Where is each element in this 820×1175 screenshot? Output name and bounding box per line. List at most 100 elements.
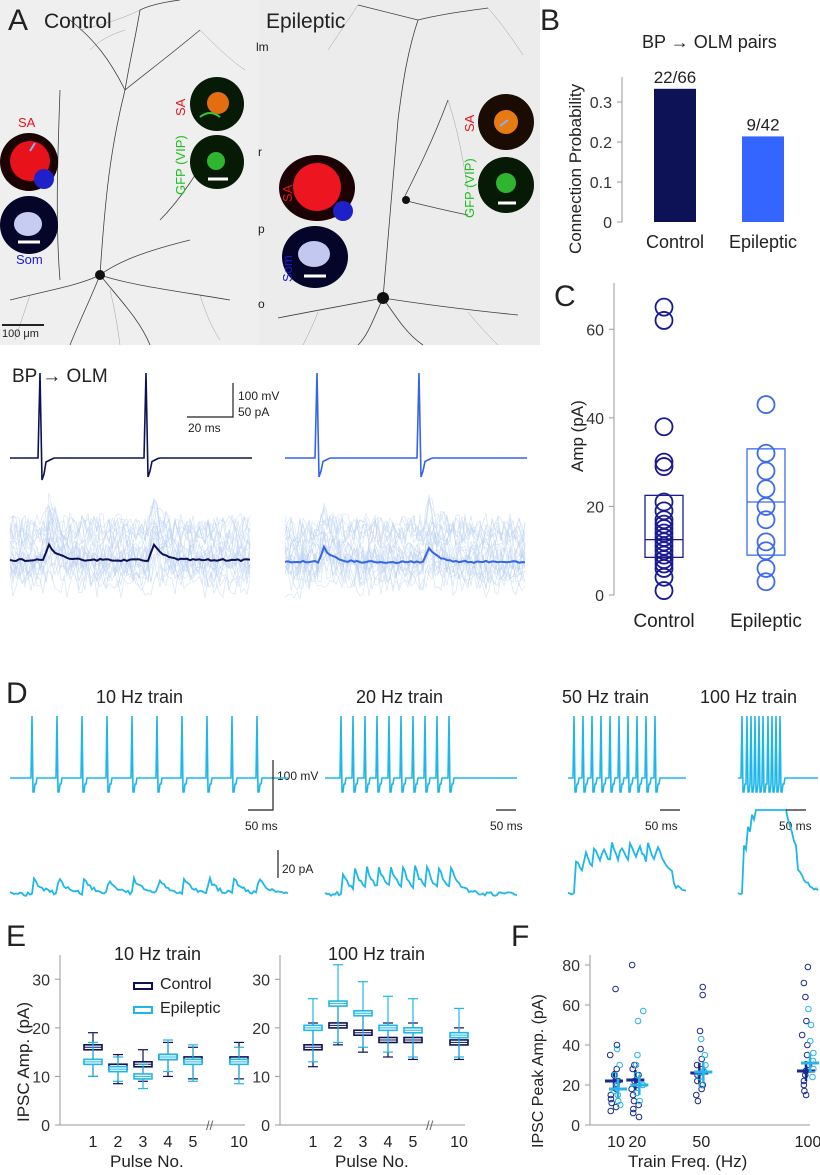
data-point — [616, 1061, 623, 1069]
x-tick-label: 3 — [139, 1134, 148, 1151]
ipsc-single-trace — [9, 498, 251, 547]
ipsc-single-trace — [9, 542, 251, 574]
ipsc-single-trace — [284, 530, 526, 581]
y-tick-label: 30 — [32, 972, 50, 989]
panel-e-letter: E — [6, 920, 27, 953]
control-sa-inset — [0, 133, 58, 191]
x-tick-label: 5 — [189, 1134, 198, 1151]
x-tick-label: 20 — [628, 1134, 646, 1151]
data-point — [756, 461, 776, 481]
control-title: Control — [44, 10, 112, 33]
layer-label-p: p — [258, 222, 265, 236]
bar-control — [654, 88, 696, 222]
ipsc-single-trace — [9, 509, 251, 551]
ipsc-single-trace — [284, 554, 526, 588]
ipsc-train-trace — [9, 874, 289, 897]
data-point — [639, 1007, 647, 1015]
ipsc-single-trace — [9, 504, 251, 545]
y-tick-label: 0.1 — [590, 175, 612, 192]
data-point — [612, 985, 619, 993]
d-scale-mv: 100 mV — [277, 769, 319, 783]
ipsc-single-trace — [284, 562, 526, 601]
data-point — [607, 1091, 615, 1099]
data-point — [654, 311, 674, 330]
y-tick-label: 60 — [562, 998, 580, 1015]
data-point — [756, 532, 776, 552]
d-scale-ms-100: 50 ms — [779, 819, 812, 833]
data-point — [801, 1087, 808, 1095]
data-point — [805, 1005, 812, 1013]
pair-traces — [9, 372, 527, 601]
bar-epileptic — [742, 136, 784, 222]
box-control — [644, 494, 684, 559]
data-point — [636, 1097, 643, 1105]
x-category-label: Epileptic — [729, 232, 797, 252]
data-point — [635, 1101, 642, 1109]
ipsc-single-trace — [9, 552, 251, 591]
presynaptic-spike-trace — [285, 372, 527, 478]
scale-bar-label: 100 μm — [2, 328, 39, 340]
epileptic-sa-label: SA — [280, 184, 295, 202]
train-title-100hz: 100 Hz train — [700, 687, 798, 707]
data-point — [630, 1097, 638, 1105]
ipsc-single-trace — [284, 521, 526, 554]
y-tick-label: 40 — [562, 1038, 580, 1055]
epileptic-gfp-label: GFP (VIP) — [462, 158, 477, 218]
control-som-label: Som — [16, 252, 43, 267]
spike-train-trace — [10, 715, 288, 793]
ipsc-train-trace — [737, 809, 819, 895]
ipsc-single-trace — [284, 513, 526, 545]
data-point — [804, 1041, 811, 1049]
x-category-label: Control — [646, 232, 704, 252]
bar-label: 22/66 — [654, 68, 697, 87]
data-point — [756, 572, 776, 592]
ipsc-train-trace — [567, 840, 687, 896]
data-point — [611, 1071, 619, 1079]
data-point — [810, 1049, 817, 1057]
y-tick-label: 0 — [603, 215, 612, 232]
data-point — [607, 1107, 615, 1115]
ipsc-single-trace — [284, 494, 526, 544]
train-title-50hz: 50 Hz train — [562, 687, 650, 707]
data-point — [654, 452, 674, 472]
x-tick-label: 10 — [230, 1134, 248, 1151]
d-scale-pa: 20 pA — [282, 862, 314, 876]
e-legend-epileptic: Epileptic — [160, 1000, 221, 1017]
x-tick-label: 3 — [359, 1134, 368, 1151]
epileptic-sa-inset — [279, 155, 355, 221]
d-scale-ms-20: 50 ms — [490, 819, 523, 833]
data-point — [606, 1051, 614, 1059]
epileptic-gfp-inset — [478, 157, 534, 213]
data-point — [629, 1065, 637, 1073]
y-tick-label: 0.2 — [590, 135, 612, 152]
data-point — [699, 991, 706, 999]
e-title-100hz: 100 Hz train — [328, 944, 426, 964]
data-point — [654, 554, 674, 574]
data-point — [756, 497, 776, 516]
data-point — [694, 1097, 702, 1105]
data-point — [635, 1113, 643, 1121]
spike-train-trace — [738, 715, 818, 793]
e-xlabel-2: Pulse No. — [335, 1152, 409, 1171]
y-tick-label: 60 — [586, 322, 604, 339]
scale-bar-mv — [248, 760, 274, 811]
y-tick-label: 0 — [571, 1118, 580, 1135]
bar-label: 9/42 — [746, 115, 779, 134]
y-tick-label: 0 — [595, 588, 604, 605]
ipsc-single-trace — [9, 535, 251, 582]
data-point — [800, 1081, 808, 1089]
y-tick-label: 30 — [252, 972, 270, 989]
y-tick-label: 0.3 — [590, 95, 612, 112]
ipsc-single-trace — [284, 530, 526, 570]
data-point — [800, 979, 808, 987]
data-point — [699, 983, 707, 991]
control-som-inset — [0, 196, 58, 254]
data-point — [798, 1031, 806, 1039]
data-point — [697, 1045, 704, 1053]
pair-label: BP → OLM — [12, 366, 108, 387]
y-tick-label: 20 — [586, 499, 604, 516]
data-point — [616, 1101, 624, 1109]
data-point — [630, 1105, 637, 1113]
